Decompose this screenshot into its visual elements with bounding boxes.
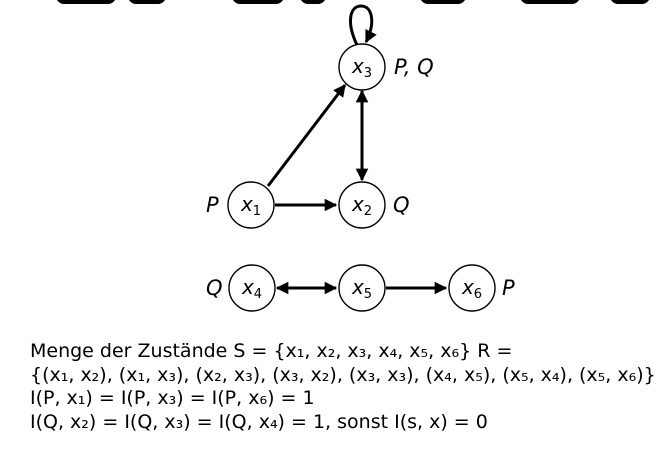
node-x1: x1 P — [206, 181, 275, 229]
definition-interpretation-p-line: I(P, x₁) = I(P, x₃) = I(P, x₆) = 1 — [30, 387, 315, 409]
node-x4-label: x4 — [241, 275, 262, 302]
node-x5: x5 — [338, 264, 386, 312]
node-x3-props: P, Q — [394, 55, 434, 79]
node-x3: x3 P, Q — [338, 43, 434, 91]
heading-fragment-4 — [300, 0, 326, 4]
node-x3-circle — [338, 43, 386, 91]
node-x1-props: P — [206, 193, 219, 217]
node-x5-circle — [338, 264, 386, 312]
node-x5-label: x5 — [351, 275, 372, 302]
node-x6-label: x6 — [461, 275, 482, 302]
node-x1-circle — [227, 181, 275, 229]
edge-x3-x3-self-loop — [349, 4, 377, 46]
node-x4-circle — [228, 264, 276, 312]
node-x3-label: x3 — [351, 54, 372, 81]
node-x6-props: P — [502, 276, 515, 300]
heading-fragment-5 — [420, 0, 466, 4]
heading-fragment-1 — [56, 0, 116, 4]
definition-text: Menge der Zustände S = {x₁, x₂, x₃, x₄, … — [30, 340, 670, 434]
node-x2-props: Q — [393, 193, 410, 217]
node-x1-label: x1 — [240, 192, 261, 219]
definition-interpretation-q-line: I(Q, x₂) = I(Q, x₃) = I(Q, x₄) = 1, sons… — [30, 410, 488, 433]
edge-x1-x3 — [266, 83, 347, 187]
node-x4: x4 Q — [206, 264, 276, 312]
heading-fragment-2 — [128, 0, 166, 4]
node-x2-circle — [338, 181, 386, 229]
definition-states-line: Menge der Zustände S = {x₁, x₂, x₃, x₄, … — [30, 340, 513, 362]
heading-fragment-7 — [610, 0, 650, 4]
node-x6-circle — [448, 264, 496, 312]
heading-fragment-3 — [232, 0, 284, 4]
heading-fragment-6 — [520, 0, 580, 4]
edges-layer — [266, 4, 448, 295]
node-x2-label: x2 — [351, 192, 372, 219]
kripke-structure-diagram: x3 P, Q x1 P x2 Q x4 Q x5 x6 P — [206, 4, 515, 312]
node-x4-props: Q — [206, 276, 223, 300]
node-x6: x6 P — [448, 264, 515, 312]
cropped-heading-fragment — [0, 0, 672, 4]
definition-relation-line: {(x₁, x₂), (x₁, x₃), (x₂, x₃), (x₃, x₂),… — [30, 363, 656, 386]
node-x2: x2 Q — [338, 181, 410, 229]
